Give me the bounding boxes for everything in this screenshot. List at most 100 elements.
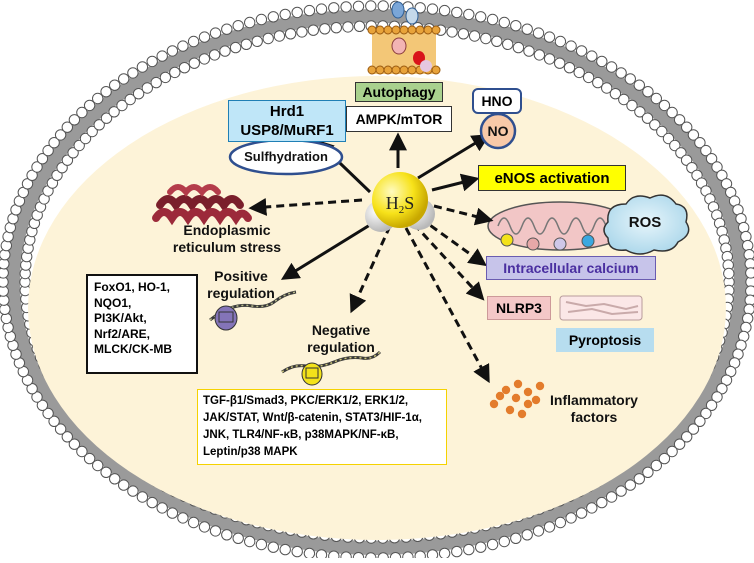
negative-target: Leptin/p38 MAPK: [203, 446, 298, 458]
lipid-head: [342, 21, 354, 33]
inflammatory-label-line1: Inflammatory: [550, 392, 638, 408]
inflammatory-dot: [517, 409, 527, 419]
patch-bead: [391, 25, 401, 35]
lipid-head: [86, 125, 98, 138]
membrane-patch-icon: [367, 1, 441, 75]
lipid-head: [255, 538, 268, 551]
lipid-head: [352, 552, 365, 563]
lipid-head: [279, 543, 291, 556]
calcium-label: Intracellular calcium: [503, 260, 639, 276]
lipid-head: [402, 551, 414, 563]
lipid-head: [723, 267, 735, 280]
lipid-head: [554, 35, 567, 48]
lipid-head: [711, 161, 723, 173]
lipid-head: [700, 144, 712, 157]
lipid-head: [554, 516, 567, 529]
lipid-head: [377, 0, 389, 12]
lipid-head: [315, 549, 328, 561]
ros-cloud-icon: [603, 194, 690, 255]
lipid-head: [136, 61, 149, 73]
positive-target: FoxO1, HO-1,: [94, 280, 171, 294]
inflammatory-label-line2: factors: [570, 409, 618, 425]
positive-dna-icon: [209, 290, 297, 331]
arrow-to-positive: [280, 218, 379, 280]
lipid-head: [666, 106, 678, 119]
lipid-head: [532, 525, 545, 537]
lipid-head: [267, 11, 279, 23]
lipid-head: [451, 6, 463, 19]
lipid-head: [694, 137, 706, 149]
lipid-head: [198, 31, 211, 43]
lipid-head: [438, 4, 451, 17]
ampk-label: AMPK/mTOR: [355, 111, 443, 127]
lipid-head: [328, 2, 340, 14]
lipid-head: [315, 3, 328, 15]
lipid-head: [565, 512, 577, 524]
positive-label-line1: Positive: [214, 268, 268, 284]
lipid-head: [510, 532, 522, 544]
lipid-head: [463, 8, 475, 21]
lipid-head: [675, 147, 687, 159]
lipid-head: [634, 106, 646, 118]
inflammatory-dot: [505, 405, 515, 415]
lipid-head: [414, 550, 426, 562]
lipid-head: [681, 431, 693, 443]
er-label-line1: Endoplasmic: [183, 222, 271, 238]
lipid-head: [61, 431, 74, 443]
lipid-head: [141, 82, 154, 94]
lipid-head: [666, 445, 678, 458]
lipid-head: [626, 99, 638, 112]
lipid-head: [109, 79, 121, 91]
lipid-head: [650, 459, 662, 472]
lipid-head: [573, 66, 585, 79]
lipid-head: [716, 383, 728, 395]
lipid-head: [512, 41, 525, 54]
arrow-to-mito: [433, 204, 494, 226]
patch-bead: [367, 65, 377, 75]
lipid-head: [209, 27, 222, 39]
lipid-head: [54, 129, 67, 141]
lipid-head: [146, 496, 158, 509]
lipid-head: [705, 399, 718, 411]
lipid-head: [61, 154, 74, 166]
lipid-head: [615, 67, 627, 79]
positive-targets-box: FoxO1, HO-1, NQO1, PI3K/Akt, Nrf2/ARE, M…: [86, 274, 198, 374]
h2s-molecule-icon: [365, 172, 435, 232]
negative-label-line1: Negative: [311, 322, 371, 338]
lipid-head: [521, 23, 533, 35]
lipid-head: [118, 73, 130, 85]
lipid-head: [303, 4, 316, 17]
lipid-head: [446, 26, 458, 38]
autophagy-label: Autophagy: [362, 84, 436, 100]
endoplasmic-reticulum-icon: [152, 184, 252, 226]
lipid-head: [468, 30, 481, 42]
lipid-head: [705, 153, 718, 165]
lipid-head: [209, 525, 222, 537]
inflammatory-dot: [495, 391, 505, 401]
lipid-head: [596, 496, 608, 509]
lipid-head: [48, 415, 60, 427]
lipid-head: [26, 169, 38, 182]
lipid-head: [624, 73, 636, 85]
enos-box: eNOS activation: [478, 165, 626, 191]
lipid-head: [146, 55, 158, 68]
arrows: [248, 132, 494, 384]
lipid-head: [543, 53, 556, 65]
lipid-head: [279, 8, 291, 21]
autophagy-box: Autophagy: [355, 82, 443, 102]
lipid-head: [533, 49, 546, 61]
pyroptosis-label: Pyroptosis: [568, 332, 642, 348]
patch-bead: [367, 25, 377, 35]
inflammatory-dot: [535, 381, 545, 391]
lipid-head: [498, 16, 510, 29]
lipid-head: [745, 267, 754, 279]
lipid-head: [188, 57, 201, 69]
lipid-head: [303, 547, 316, 560]
lipid-head: [83, 452, 96, 465]
lipid-head: [79, 132, 92, 145]
lipid-head: [198, 521, 211, 533]
lipid-head: [187, 516, 200, 529]
calcium-box: Intracellular calcium: [486, 256, 656, 280]
lipid-head: [136, 491, 149, 503]
